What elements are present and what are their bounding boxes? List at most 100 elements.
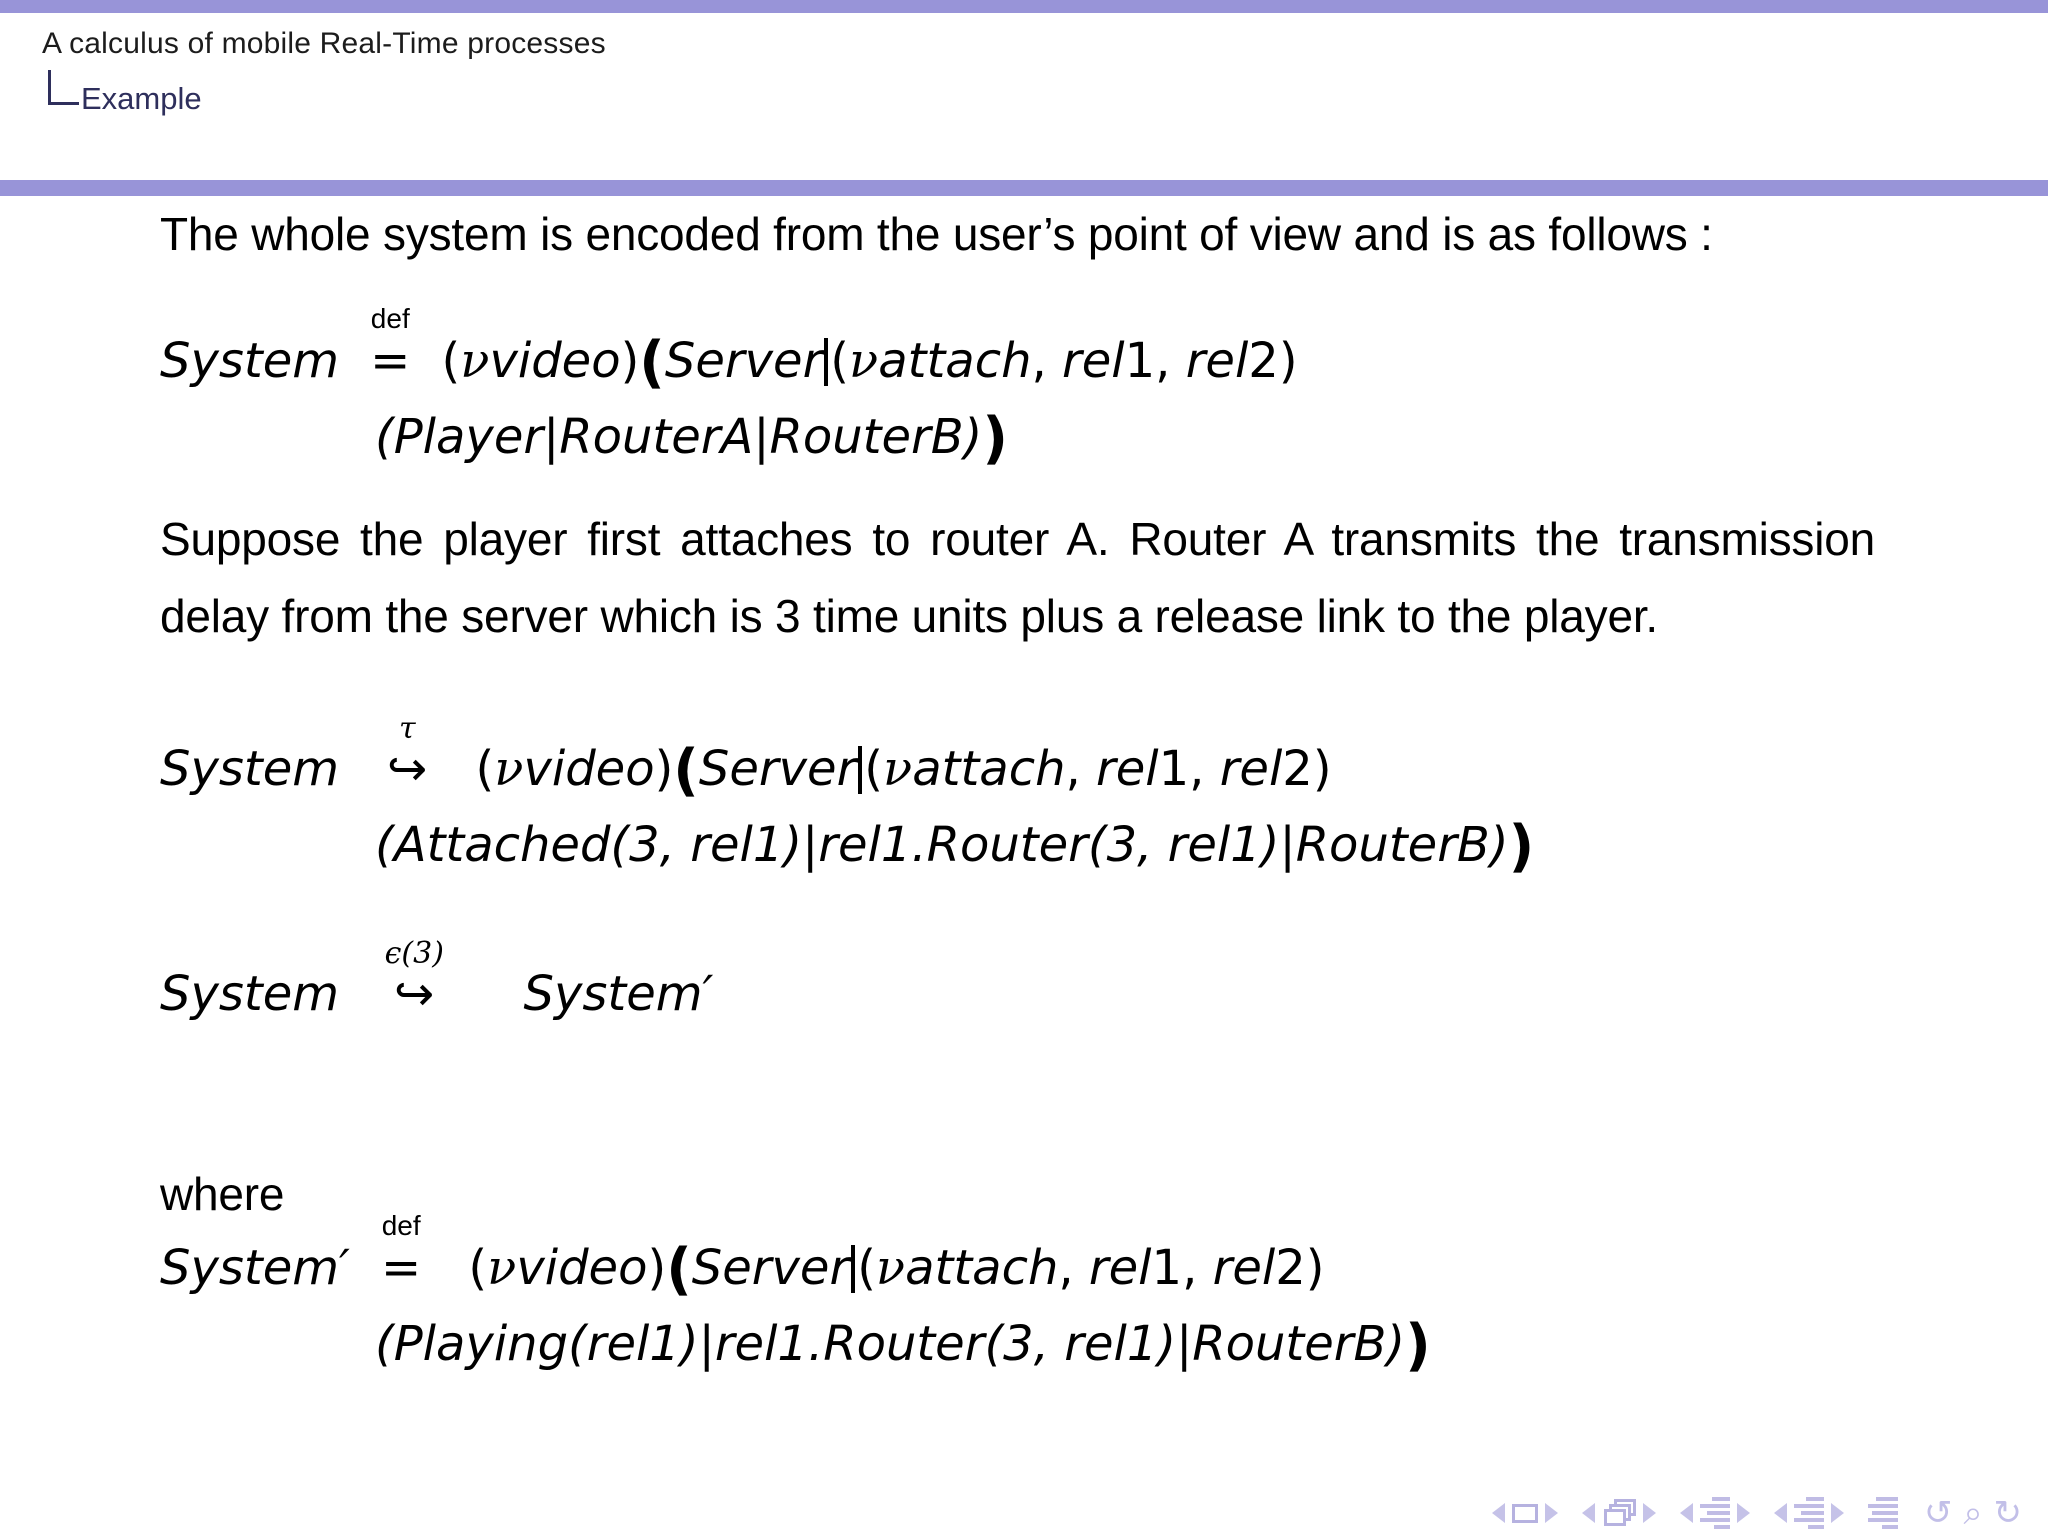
forward-icon[interactable]: ↻ [1993, 1493, 2023, 1533]
eq2-server: Server [698, 741, 857, 797]
eq4-paren-close: ) [647, 1240, 667, 1296]
eq1-comma-2: , [1155, 333, 1186, 389]
eq1-nu-1: ν [460, 333, 490, 389]
eq1-equals-symbol: = [370, 333, 411, 389]
eq1-parallel-bar [824, 338, 829, 386]
next-subsection-icon[interactable] [1736, 1503, 1750, 1523]
eq2-comma-1: , [1065, 741, 1097, 797]
eq1-def-equals: def = [362, 303, 418, 399]
equation-system-def: System def = (νvideo)(Server(νattach, re… [160, 303, 1920, 399]
eq4-line2-body: (Playing(rel1)|rel1.Router(3, rel1)|Rout… [375, 1316, 1406, 1372]
eq1-line2-body: (Player|RouterA|RouterB) [375, 409, 983, 465]
eq2-labelled-arrow: τ ↪ [364, 711, 450, 807]
prev-subsection-icon[interactable] [1679, 1503, 1693, 1523]
back-icon[interactable]: ↺ [1923, 1493, 1953, 1533]
eq4-video: video [516, 1240, 648, 1296]
eq4-big-paren-open: ( [666, 1237, 692, 1302]
eq2-rel1-index: 1 [1158, 741, 1190, 797]
paragraph-scenario: Suppose the player first attaches to rou… [160, 513, 1875, 642]
eq2-comma-2: , [1189, 741, 1220, 797]
eq4-server: Server [691, 1240, 850, 1296]
eq1-paren-open: ( [441, 333, 461, 389]
equation-tau-transition-line2: (Attached(3, rel1)|rel1.Router(3, rel1)|… [160, 807, 2048, 883]
eq4-equals-symbol: = [381, 1240, 422, 1296]
prev-section-icon[interactable] [1773, 1503, 1787, 1523]
breadcrumb-corner-icon [48, 70, 79, 105]
eq2-arrow-symbol: ↪ [387, 741, 428, 797]
page-title: A calculus of mobile Real-Time processes [42, 27, 606, 60]
eq2-line2-body: (Attached(3, rel1)|rel1.Router(3, rel1)|… [375, 817, 1509, 873]
beamer-navigation-bar[interactable]: ↺ ⌕ ↻ [1491, 1493, 2024, 1533]
eq4-nu-2: ν [875, 1240, 906, 1296]
eq4-nu-1: ν [487, 1240, 517, 1296]
eq4-big-paren-close: ) [1405, 1313, 1431, 1378]
next-section-icon[interactable] [1830, 1503, 1844, 1523]
eq3-rhs: System′ [523, 966, 714, 1022]
eq2-video: video [523, 741, 655, 797]
eq4-attach: attach [905, 1240, 1059, 1296]
section-icon[interactable] [1793, 1497, 1824, 1529]
subsection-icon[interactable] [1699, 1497, 1730, 1529]
eq3-arrow-symbol: ↪ [394, 966, 435, 1022]
eq1-inner-paren-close: ) [1278, 333, 1298, 389]
eq1-rel2-name: rel [1185, 333, 1249, 389]
paragraph-intro: The whole system is encoded from the use… [160, 208, 1713, 260]
equation-system-def-line2: (Player|RouterA|RouterB)) [160, 399, 2048, 475]
eq4-inner-paren-close: ) [1305, 1240, 1325, 1296]
eq1-paren-close: ) [620, 333, 640, 389]
header-separator-bar [0, 180, 2048, 196]
eq1-rel2-index: 2 [1248, 333, 1279, 389]
eq1-def-label: def [370, 303, 410, 334]
search-icon[interactable]: ⌕ [1963, 1493, 1983, 1533]
eq2-parallel-bar [858, 746, 863, 794]
eq3-arrow-label: ϵ(3) [384, 936, 444, 971]
frames-icon[interactable] [1602, 1499, 1636, 1527]
equation-epsilon-transition: System ϵ(3) ↪ System′ [160, 936, 1920, 1032]
eq2-rel1-name: rel [1096, 741, 1159, 797]
eq4-rel1-name: rel [1088, 1240, 1152, 1296]
document-icon[interactable] [1867, 1497, 1898, 1529]
eq2-inner-paren-open: ( [864, 741, 884, 797]
nav-group-slide [1491, 1503, 1558, 1523]
equation-system-prime-line2: (Playing(rel1)|rel1.Router(3, rel1)|Rout… [160, 1306, 2048, 1382]
next-slide-icon[interactable] [1544, 1503, 1558, 1523]
eq2-nu-2: ν [883, 741, 913, 797]
top-accent-bar [0, 0, 2048, 13]
eq4-def-equals: def = [373, 1210, 429, 1306]
eq1-nu-2: ν [849, 333, 879, 389]
eq1-big-paren-open: ( [639, 330, 665, 395]
eq4-lhs: System′ [160, 1240, 350, 1296]
prev-slide-icon[interactable] [1491, 1503, 1505, 1523]
nav-group-section [1773, 1497, 1844, 1529]
eq3-lhs: System [160, 966, 339, 1022]
breadcrumb: Example [48, 70, 202, 114]
eq4-comma-1: , [1058, 1240, 1089, 1296]
eq1-lhs: System [160, 333, 339, 389]
eq3-labelled-arrow: ϵ(3) ↪ [364, 936, 464, 1032]
eq2-attach: attach [912, 741, 1066, 797]
eq1-comma-1: , [1031, 333, 1063, 389]
eq2-rel2-index: 2 [1282, 741, 1313, 797]
nav-group-document [1867, 1497, 1898, 1529]
eq4-rel1-index: 1 [1151, 1240, 1183, 1296]
eq2-nu-1: ν [494, 741, 524, 797]
eq1-inner-paren-open: ( [830, 333, 850, 389]
eq4-parallel-bar [851, 1245, 856, 1293]
slide-body: The whole system is encoded from the use… [0, 196, 2048, 1536]
slide-icon[interactable] [1511, 1503, 1538, 1523]
nav-group-frame [1581, 1499, 1656, 1527]
next-frame-icon[interactable] [1642, 1503, 1656, 1523]
eq4-inner-paren-open: ( [857, 1240, 876, 1296]
eq2-rel2-name: rel [1219, 741, 1283, 797]
breadcrumb-label: Example [81, 81, 202, 116]
nav-group-subsection [1679, 1497, 1750, 1529]
eq4-rel2-index: 2 [1275, 1240, 1306, 1296]
eq2-lhs: System [160, 741, 339, 797]
eq1-big-paren-close: ) [982, 406, 1008, 471]
prev-frame-icon[interactable] [1581, 1503, 1595, 1523]
slide-header: A calculus of mobile Real-Time processes… [0, 13, 2048, 180]
eq2-big-paren-close: ) [1508, 814, 1535, 879]
eq4-rel2-name: rel [1212, 1240, 1276, 1296]
eq1-server: Server [664, 333, 823, 389]
eq4-paren-open: ( [468, 1240, 488, 1296]
